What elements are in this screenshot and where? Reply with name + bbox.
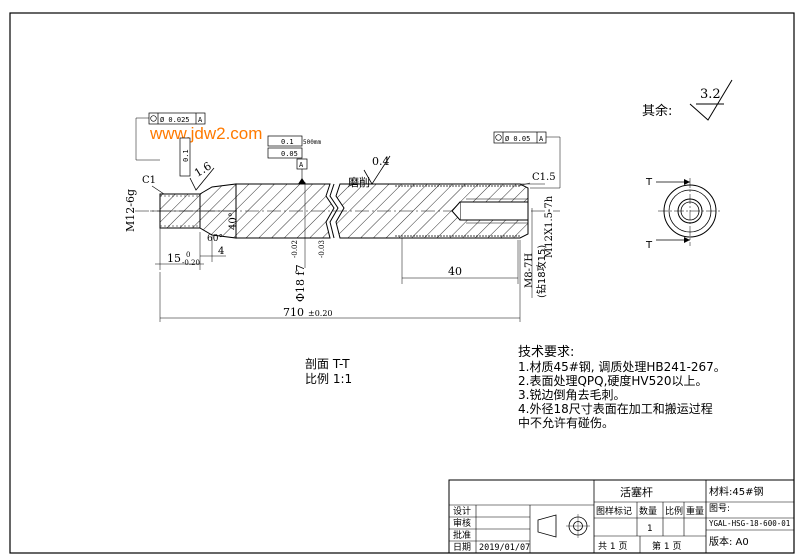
thread-right-label: M12X1.5-7h xyxy=(544,195,555,258)
dim-4: 4 xyxy=(218,246,224,257)
drawing-no-label: 图号: xyxy=(709,503,730,514)
row-review: 审核 xyxy=(453,517,471,529)
total-pages: 共 1 页 xyxy=(598,541,627,552)
date-value: 2019/01/07 xyxy=(479,543,530,553)
dim-710-tol: ±0.20 xyxy=(308,309,333,318)
quantity-value: 1 xyxy=(647,524,653,534)
dim-dia-18: Φ18 f7 xyxy=(294,264,307,302)
dim-15-tol-lower: -0.20 xyxy=(182,259,200,267)
page-number: 第 1 页 xyxy=(652,540,681,552)
chamfer-c1: C1 xyxy=(142,175,156,186)
title-block: 活塞杆 材料:45#钢 图号: YGAL-HSG-18-600-01 版本: A… xyxy=(448,479,795,554)
dim-18-tol-upper: -0.02 xyxy=(291,240,299,258)
gdt-frame-right: Ø 0.05 A xyxy=(493,131,561,189)
section-title: 剖面 T-T xyxy=(305,357,350,371)
roughness-general-symbol: 其余: 3.2 xyxy=(642,79,733,121)
technical-notes: 技术要求: 1.材质45#钢, 调质处理HB241-267。 2.表面处理QPQ… xyxy=(518,345,726,430)
dim-18-tol-lower: -0.03 xyxy=(318,240,326,258)
gdt-mid-ref: A xyxy=(299,161,304,169)
projection-symbol-icon xyxy=(537,514,590,538)
gdt-mid-length: 500mm xyxy=(303,139,321,146)
col-weight: 重量 xyxy=(686,505,704,517)
note-item: 中不允许有碰伤。 xyxy=(518,415,614,430)
angle-60: 60° xyxy=(207,234,223,244)
dim-40: 40 xyxy=(448,265,462,278)
gdt-mid-b: 0.05 xyxy=(281,150,298,158)
row-approve: 批准 xyxy=(453,529,471,541)
section-scale: 比例 1:1 xyxy=(305,372,352,386)
col-drawing-mark: 图样标记 xyxy=(596,505,632,517)
sheet-border xyxy=(9,12,795,554)
row-date-label: 日期 xyxy=(453,542,471,553)
gdt-right-value: Ø 0.05 xyxy=(505,135,530,143)
row-design: 设计 xyxy=(453,505,471,517)
gdt-right-ref: A xyxy=(539,135,544,143)
angle-40: 40° xyxy=(228,212,239,230)
section-mark-bottom: T xyxy=(645,240,653,251)
col-quantity: 数量 xyxy=(639,505,657,517)
roughness-0-4: 0.4 xyxy=(372,155,390,168)
gdt-left-value: Ø 0.025 xyxy=(160,116,190,124)
chamfer-c1-5: C1.5 xyxy=(532,172,556,183)
gdt-mid-c: 0.1 xyxy=(281,138,294,146)
gdt-frame-left: Ø 0.025 A xyxy=(135,112,206,161)
col-ratio: 比例 xyxy=(665,505,683,517)
dim-710: 710 xyxy=(283,306,304,319)
note-item: 1.材质45#钢, 调质处理HB241-267。 xyxy=(518,360,726,374)
section-view-t-t: T T xyxy=(645,177,722,251)
gdt-mid-a: 0.1 xyxy=(182,149,190,162)
section-mark-top: T xyxy=(645,177,653,188)
hole-thread-label: M8-7H xyxy=(524,253,535,288)
thread-left-label: M12-6g xyxy=(124,189,137,232)
note-item: 4.外径18尺寸表面在加工和搬运过程 xyxy=(518,401,713,416)
note-item: 2.表面处理QPQ,硬度HV520以上。 xyxy=(518,373,708,388)
piston-rod-view xyxy=(135,183,560,239)
drawing-number: YGAL-HSG-18-600-01 xyxy=(709,519,790,528)
gdt-frame-stacked: 0.1 0.1 500mm 0.05 A xyxy=(179,135,321,184)
watermark-text: www.jdw2.com xyxy=(149,124,262,143)
material-label: 材料:45#钢 xyxy=(709,485,763,498)
notes-title: 技术要求: xyxy=(518,345,574,360)
dim-15: 15 xyxy=(167,252,181,265)
gdt-left-ref: A xyxy=(198,116,203,124)
dim-15-tol-upper: 0 xyxy=(186,251,190,259)
roughness-1-6: 1.6 xyxy=(192,159,214,179)
note-item: 3.锐边倒角去毛刺。 xyxy=(518,388,625,402)
roughness-value: 3.2 xyxy=(700,87,721,102)
grind-note: 磨削 xyxy=(348,175,370,189)
version-label: 版本: A0 xyxy=(709,535,749,548)
hole-depth-label: (钻18攻15) xyxy=(535,245,548,298)
part-name: 活塞杆 xyxy=(620,485,653,499)
roughness-label: 其余: xyxy=(642,103,672,119)
